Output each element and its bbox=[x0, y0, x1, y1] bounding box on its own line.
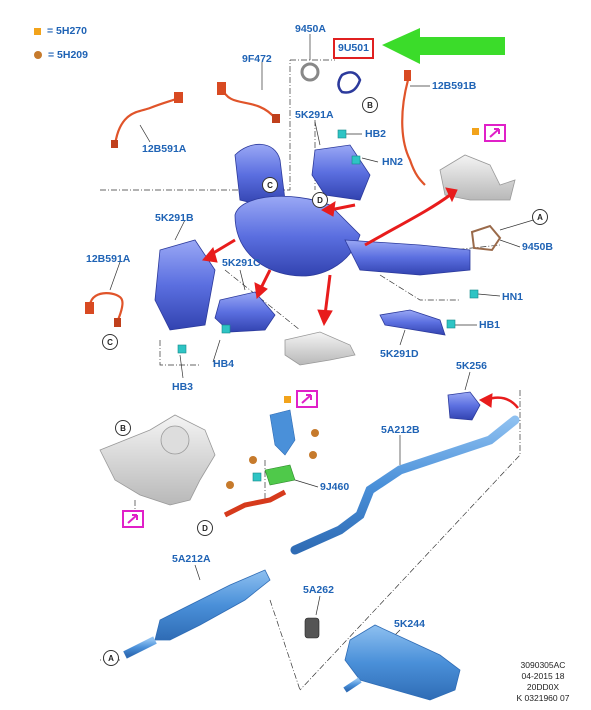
marker-dots-5H209 bbox=[226, 429, 319, 489]
label-5K256: 5K256 bbox=[456, 360, 487, 372]
red-arrows bbox=[202, 187, 519, 409]
label-12B591A-left: 12B591A bbox=[86, 253, 131, 265]
label-5K291C: 5K291C bbox=[222, 257, 261, 269]
isolator-5A262 bbox=[304, 617, 320, 639]
drawing-reference-footer: 3090305AC 04-2015 18 20DD0X K 0321960 07 bbox=[503, 660, 583, 704]
sensor-wire-12B591A-left bbox=[88, 292, 124, 321]
green-arrow bbox=[382, 28, 505, 64]
label-5K291A: 5K291A bbox=[295, 109, 334, 121]
grey-heat-shield-middle bbox=[284, 331, 356, 366]
exhaust-pipe-5A212B bbox=[290, 415, 520, 555]
callout-A-bottom: A bbox=[103, 650, 119, 666]
pointer-arrow-icon bbox=[301, 394, 312, 404]
sensor-tip-left-top bbox=[111, 140, 118, 148]
gasket-9450A bbox=[300, 62, 320, 82]
sensor-plug-12B591B bbox=[404, 70, 411, 81]
callout-B: B bbox=[362, 97, 378, 113]
label-9J460: 9J460 bbox=[320, 481, 350, 493]
callout-A: A bbox=[532, 209, 548, 225]
legend-label: = 5H209 bbox=[48, 49, 88, 61]
label-HB1: HB1 bbox=[479, 319, 501, 331]
label-12B591B: 12B591B bbox=[432, 80, 477, 92]
label-HN1: HN1 bbox=[502, 291, 524, 303]
label-5A212A: 5A212A bbox=[172, 553, 211, 565]
magenta-pointer-box-left bbox=[122, 510, 144, 528]
callout-D-mid: D bbox=[197, 520, 213, 536]
sensor-wire-9F472 bbox=[220, 87, 276, 119]
sensor-tip-12B591A-left bbox=[114, 318, 121, 327]
label-5A262: 5A262 bbox=[303, 584, 334, 596]
label-HB3: HB3 bbox=[172, 381, 194, 393]
clamp-9U501 bbox=[337, 71, 362, 94]
label-9450B: 9450B bbox=[522, 241, 553, 253]
footer-line: 20DD0X bbox=[526, 682, 560, 692]
bracket-blue-mid bbox=[269, 409, 296, 456]
magenta-pointer-box-top bbox=[484, 124, 506, 142]
bracket-5K291D bbox=[379, 309, 446, 336]
sensor-wire-left-top bbox=[113, 97, 179, 146]
callout-B-left: B bbox=[115, 420, 131, 436]
turbocharger-manifold bbox=[99, 414, 216, 506]
sensor-plug-left-top bbox=[174, 92, 183, 103]
egr-pipe bbox=[223, 489, 287, 518]
footer-line: 04-2015 18 bbox=[521, 671, 565, 681]
gasket-9450B bbox=[470, 224, 502, 252]
callout-C-left: C bbox=[102, 334, 118, 350]
legend-square-icon bbox=[34, 27, 41, 35]
fasteners bbox=[177, 129, 479, 482]
marker-square-5H270-mid bbox=[284, 396, 291, 403]
pointer-arrow-icon bbox=[127, 514, 138, 524]
legend-label: = 5H270 bbox=[47, 25, 87, 37]
sensor-plug-9F472 bbox=[217, 82, 226, 95]
label-9450A: 9450A bbox=[295, 23, 326, 35]
muffler-5A212A bbox=[123, 569, 271, 659]
label-HB2: HB2 bbox=[365, 128, 387, 140]
label-5K291B: 5K291B bbox=[155, 212, 194, 224]
magenta-pointer-box-mid bbox=[296, 390, 318, 408]
footer-line: 3090305AC bbox=[520, 660, 566, 670]
callout-C: C bbox=[262, 177, 278, 193]
sensor-wire-12B591B bbox=[401, 79, 426, 186]
muffler-5K244 bbox=[343, 624, 461, 701]
label-HN2: HN2 bbox=[382, 156, 404, 168]
label-HB4: HB4 bbox=[213, 358, 235, 370]
label-5K244: 5K244 bbox=[394, 618, 425, 630]
leader-lines bbox=[109, 34, 541, 641]
highlighted-part-9U501: 9U501 bbox=[333, 38, 374, 59]
label-12B591A-top: 12B591A bbox=[142, 143, 187, 155]
legend-5H270: = 5H270 bbox=[34, 25, 87, 37]
label-9F472: 9F472 bbox=[242, 53, 272, 65]
sensor-plug-12B591A-left bbox=[85, 302, 94, 314]
marker-square-5H270-top bbox=[472, 128, 479, 135]
heat-shield-5K291B bbox=[154, 239, 216, 331]
label-5A212B: 5A212B bbox=[381, 424, 420, 436]
heat-shield-5K291C bbox=[214, 291, 276, 333]
legend-dot-icon bbox=[34, 51, 42, 59]
sensor-tip-9F472 bbox=[272, 114, 280, 123]
legend-5H209: = 5H209 bbox=[34, 49, 88, 61]
hanger-5K256 bbox=[447, 391, 481, 421]
callout-D: D bbox=[312, 192, 328, 208]
footer-line: K 0321960 07 bbox=[516, 693, 570, 703]
bracket-green-9J460 bbox=[264, 464, 296, 486]
label-5K291D: 5K291D bbox=[380, 348, 419, 360]
pointer-arrow-icon bbox=[489, 128, 500, 138]
